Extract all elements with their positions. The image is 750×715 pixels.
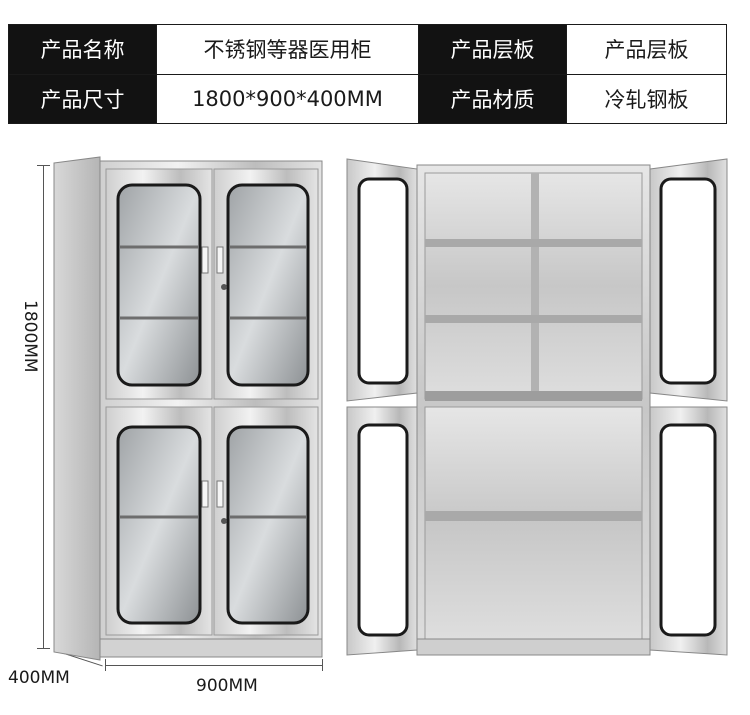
height-dimension-line <box>43 165 44 648</box>
depth-dimension-label: 400MM <box>8 668 70 688</box>
height-tick-top <box>37 165 50 166</box>
width-tick-right <box>322 659 323 671</box>
closed-cabinet-image <box>53 156 323 661</box>
width-dimension-line <box>105 665 323 666</box>
width-dimension-label: 900MM <box>196 676 258 696</box>
spec-label-size: 产品尺寸 <box>8 73 157 124</box>
spec-value-size: 1800*900*400MM <box>156 73 419 124</box>
spec-value-shelf: 产品层板 <box>566 24 727 75</box>
spec-row: 产品名称 不锈钢等器医用柜 产品层板 产品层板 <box>8 24 727 75</box>
spec-row: 产品尺寸 1800*900*400MM 产品材质 冷轧钢板 <box>8 73 727 124</box>
spec-value-name: 不锈钢等器医用柜 <box>156 24 419 75</box>
spec-label-shelf: 产品层板 <box>418 24 567 75</box>
spec-table: 产品名称 不锈钢等器医用柜 产品层板 产品层板 产品尺寸 1800*900*40… <box>8 24 727 124</box>
width-tick-left <box>105 659 106 671</box>
spec-value-material: 冷轧钢板 <box>566 73 727 124</box>
height-tick-bottom <box>37 648 50 649</box>
open-cabinet-image <box>346 158 728 656</box>
spec-label-name: 产品名称 <box>8 24 157 75</box>
spec-label-material: 产品材质 <box>418 73 567 124</box>
height-dimension-label: 1800MM <box>20 300 40 373</box>
